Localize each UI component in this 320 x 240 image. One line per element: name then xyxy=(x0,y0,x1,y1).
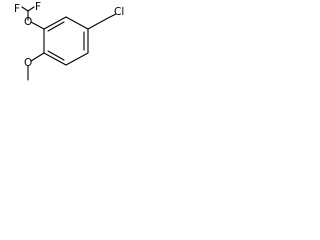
ring-o-bond-top xyxy=(30,21,45,30)
atom-label-cl: Cl xyxy=(114,6,124,18)
atom-label-o-methoxy: O xyxy=(24,57,32,69)
atom-label-f-left: F xyxy=(14,3,20,15)
atom-label-f-top: F xyxy=(35,1,41,13)
molecule-drawing: F F O O Cl xyxy=(14,1,124,81)
ring-bond-c6-c1 xyxy=(43,16,67,30)
aromatic-inner-bond-3 xyxy=(47,21,65,32)
ch2-bond xyxy=(87,17,109,30)
ring-o-bond-bottom xyxy=(30,52,45,62)
cf2-f-top-bond xyxy=(27,6,35,12)
ch2-cl-bond xyxy=(107,13,117,19)
aromatic-inner-bond-2 xyxy=(47,50,65,61)
structure-diagram: F F O O Cl xyxy=(0,0,132,94)
ring-bond-c1-c2 xyxy=(65,16,89,30)
ring-bond-c3-c4 xyxy=(65,52,89,66)
cf2-f-left-bond xyxy=(21,6,29,12)
ring-bond-c4-c5 xyxy=(43,52,67,66)
atom-label-o-ether-top: O xyxy=(24,16,32,28)
